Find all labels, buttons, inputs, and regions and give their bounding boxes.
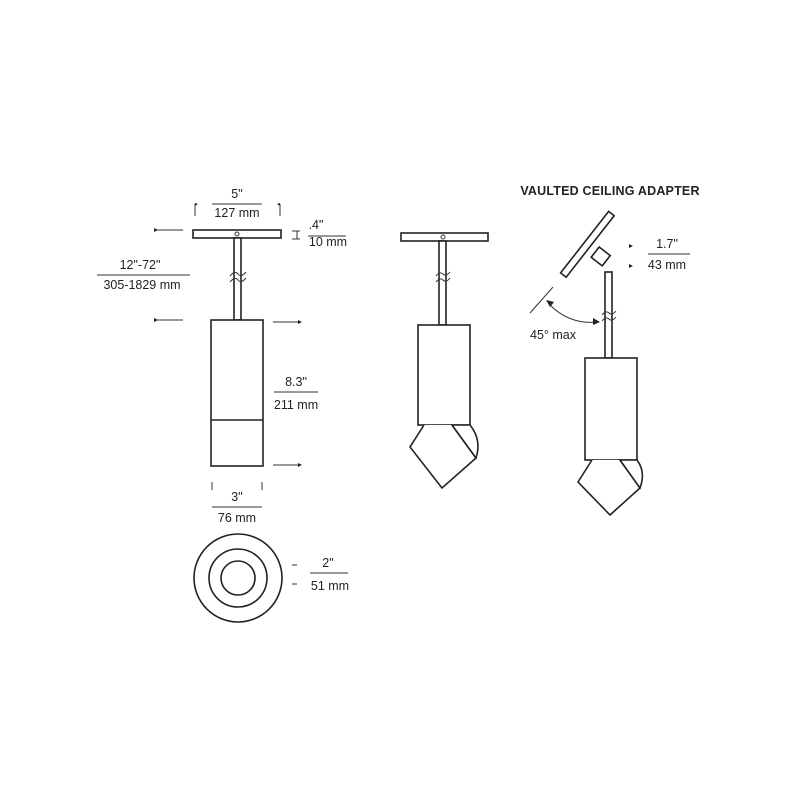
break-symbol [229, 271, 247, 283]
aperture-dimension: 2" 51 mm [292, 556, 349, 593]
svg-text:43 mm: 43 mm [648, 258, 686, 272]
svg-text:127 mm: 127 mm [214, 206, 259, 220]
svg-text:12"-72": 12"-72" [120, 258, 161, 272]
canopy [192, 229, 282, 239]
vaulted-fixture [559, 210, 644, 517]
body [210, 319, 264, 467]
svg-text:2": 2" [322, 556, 333, 570]
canopy-width-dimension: 5" 127 mm [194, 187, 281, 220]
bottom-view [193, 533, 283, 623]
tilted-fixture [400, 232, 489, 490]
svg-text:.4": .4" [309, 218, 324, 232]
body-width-dimension: 3" 76 mm [211, 482, 263, 525]
svg-text:1.7": 1.7" [656, 237, 678, 251]
svg-text:211 mm: 211 mm [274, 398, 318, 412]
body-height-dimension: 8.3" 211 mm [273, 320, 318, 467]
svg-text:51 mm: 51 mm [311, 579, 349, 593]
tilt-angle-dimension: 45° max [529, 286, 600, 342]
overall-length-dimension: 12"-72" 305-1829 mm [97, 228, 190, 322]
svg-text:76 mm: 76 mm [218, 511, 256, 525]
vaulted-adapter-title: VAULTED CEILING ADAPTER [520, 184, 699, 198]
front-view-fixture [192, 229, 282, 467]
svg-text:45° max: 45° max [530, 328, 577, 342]
svg-text:3": 3" [231, 490, 242, 504]
canopy-height-dimension: .4" 10 mm [292, 218, 347, 249]
svg-text:10 mm: 10 mm [309, 235, 347, 249]
adapter-height-dimension: 1.7" 43 mm [629, 237, 690, 272]
svg-text:5": 5" [231, 187, 242, 201]
svg-text:305-1829 mm: 305-1829 mm [103, 278, 180, 292]
svg-text:8.3": 8.3" [285, 375, 307, 389]
